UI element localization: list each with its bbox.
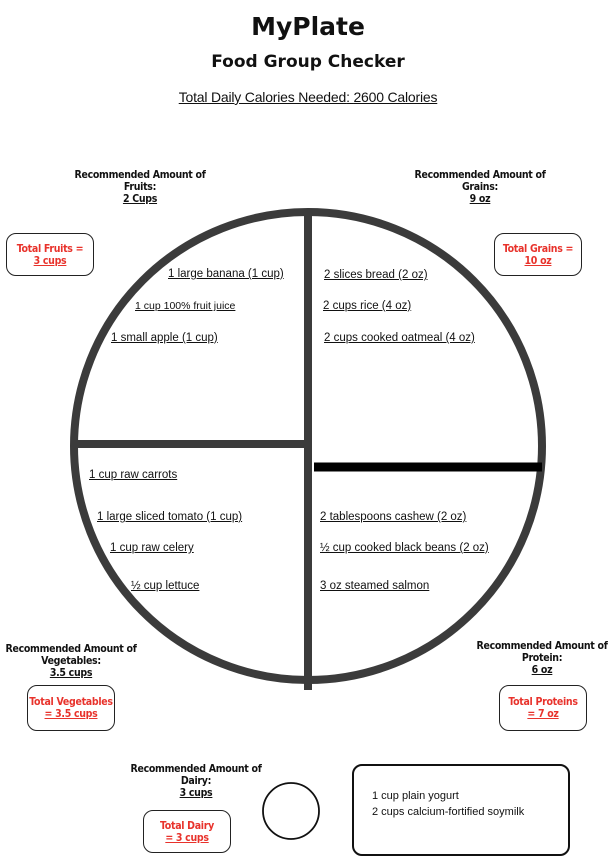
calories-label: Total Daily Calories Needed (178, 89, 347, 105)
fruits-recommendation: Recommended Amount of Fruits: 2 Cups (62, 169, 218, 205)
list-item: 2 cups calcium-fortified soymilk (372, 806, 525, 818)
grains-total-box: Total Grains = 10 oz (494, 233, 582, 276)
protein-recommendation: Recommended Amount of Protein: 6 oz (470, 640, 614, 676)
grains-total-amount: 10 oz (524, 254, 552, 267)
page-subtitle: Food Group Checker (211, 52, 405, 72)
list-item: 1 cup 100% fruit juice (135, 300, 236, 312)
list-item: ½ cup cooked black beans (2 oz) (320, 542, 489, 554)
list-item: 2 tablespoons cashew (2 oz) (320, 511, 467, 523)
protein-total-amount: = 7 oz (527, 708, 559, 720)
dairy-recommendation: Recommended Amount of Dairy: 3 cups (128, 763, 264, 799)
list-item: 3 oz steamed salmon (320, 580, 430, 592)
dairy-rec-amount: 3 cups (179, 787, 213, 799)
fruits-total-box: Total Fruits = 3 cups (6, 233, 94, 276)
calories-value: 2600 Calories (353, 89, 438, 105)
list-item: 2 cups cooked oatmeal (4 oz) (324, 332, 475, 344)
fruits-total-amount: 3 cups (33, 254, 67, 267)
list-item: 1 small apple (1 cup) (111, 332, 218, 344)
page-title: MyPlate (251, 12, 365, 41)
list-item: 1 cup raw carrots (89, 469, 178, 481)
fruits-rec-amount: 2 Cups (122, 193, 158, 205)
list-item: 1 cup plain yogurt (372, 790, 459, 802)
calories-line: Total Daily Calories Needed: 2600 Calori… (178, 89, 438, 105)
list-item: 1 large sliced tomato (1 cup) (97, 511, 243, 523)
dairy-cup-circle (262, 782, 320, 840)
vegetables-recommendation: Recommended Amount of Vegetables: 3.5 cu… (0, 643, 142, 679)
list-item: 2 cups rice (4 oz) (323, 300, 412, 312)
protein-rec-amount: 6 oz (531, 664, 553, 676)
list-item: 1 cup raw celery (110, 542, 194, 554)
grains-recommendation: Recommended Amount of Grains: 9 oz (402, 169, 558, 205)
vegetables-total-amount: = 3.5 cups (44, 708, 98, 720)
vegetables-total-box: Total Vegetables = 3.5 cups (27, 685, 115, 731)
dairy-total-amount: = 3 cups (165, 831, 209, 844)
list-item: 2 slices bread (2 oz) (324, 269, 428, 281)
dairy-total-box: Total Dairy = 3 cups (143, 810, 231, 853)
list-item: 1 large banana (1 cup) (168, 268, 284, 280)
dairy-items-box: 1 cup plain yogurt 2 cups calcium-fortif… (352, 764, 570, 856)
list-item: ½ cup lettuce (131, 580, 200, 592)
vegetables-rec-amount: 3.5 cups (49, 667, 93, 679)
protein-total-box: Total Proteins = 7 oz (499, 685, 587, 731)
grains-rec-amount: 9 oz (469, 193, 491, 205)
